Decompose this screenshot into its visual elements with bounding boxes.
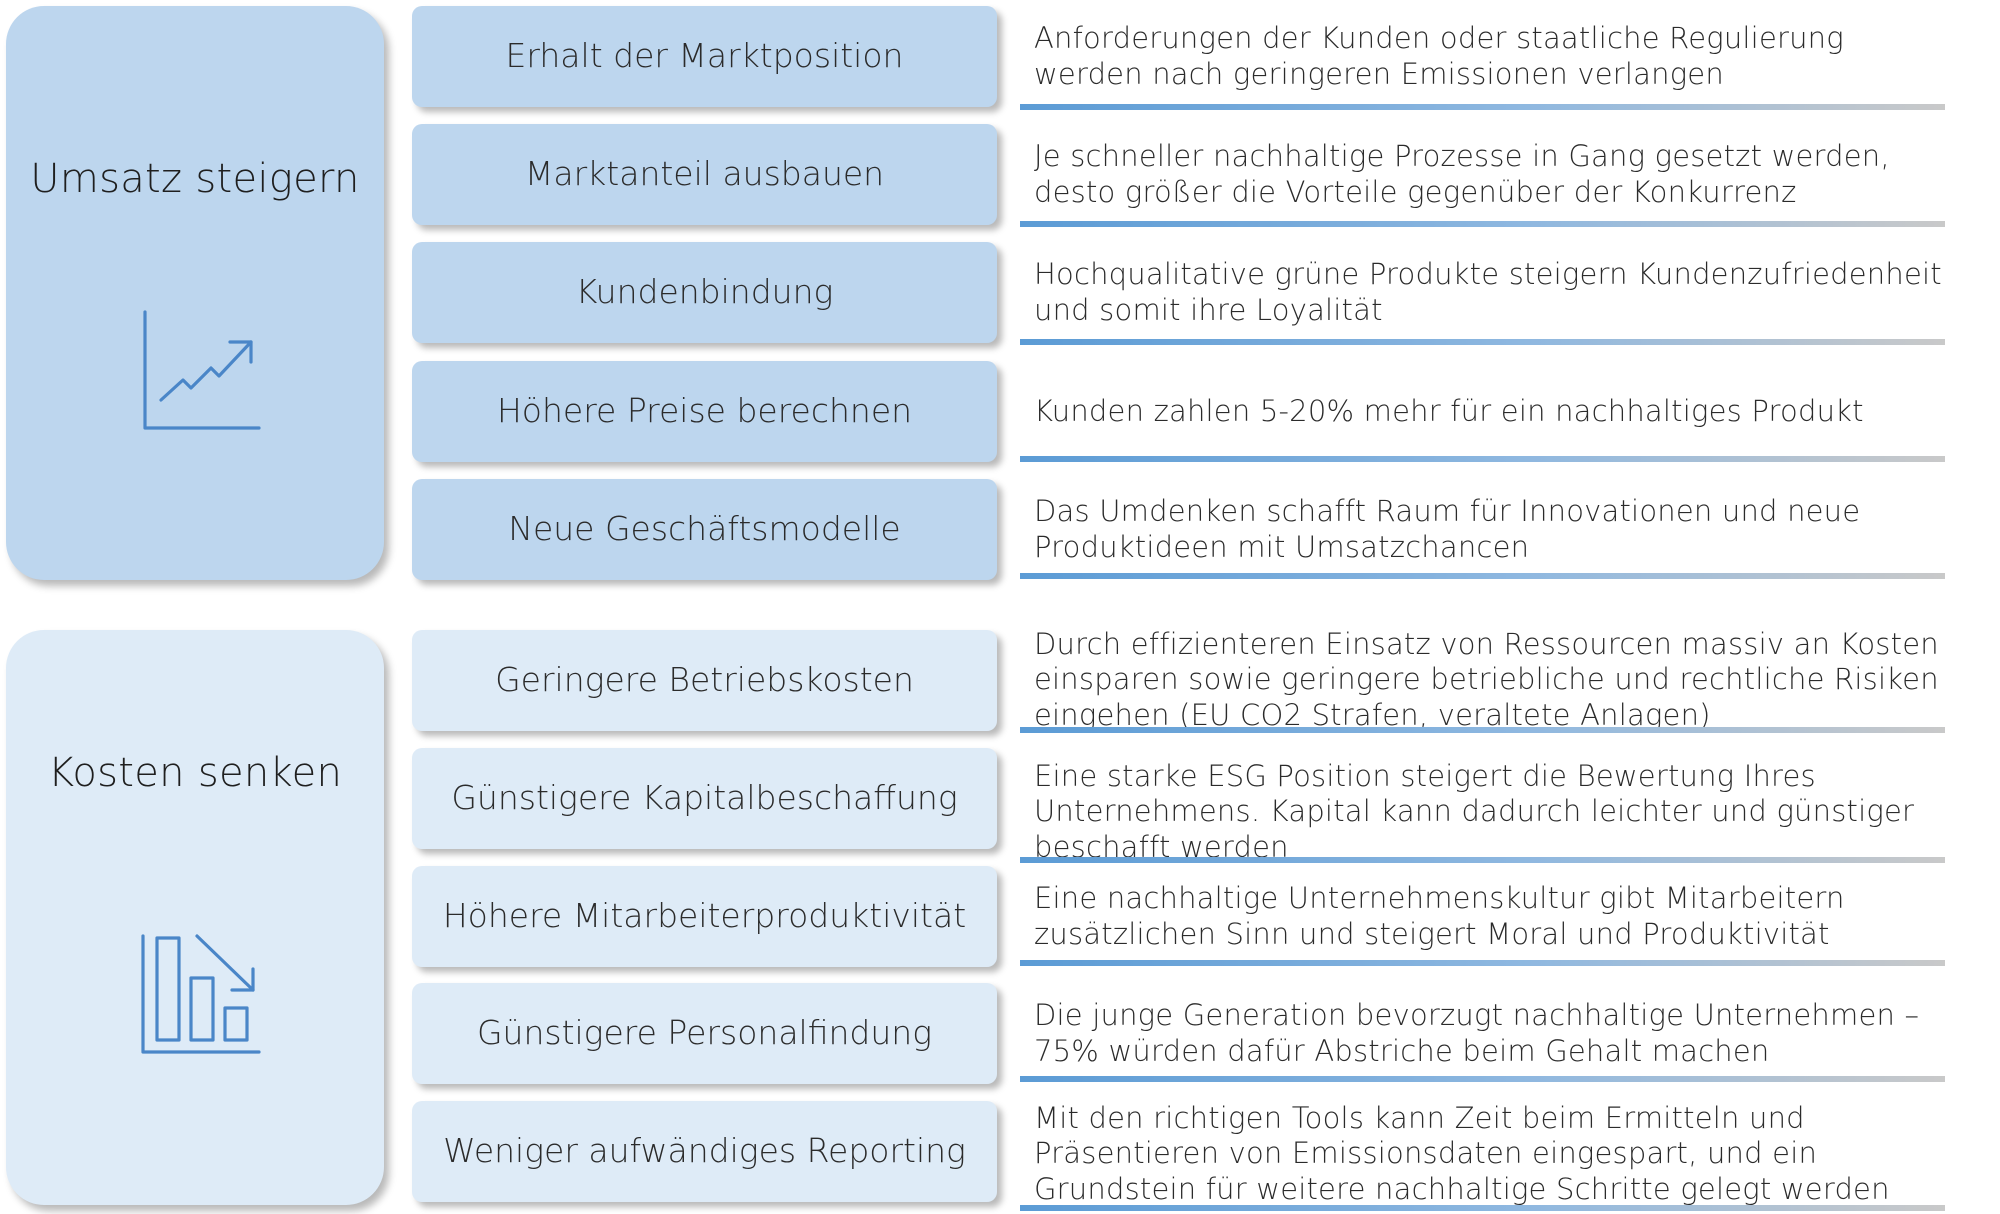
item-desc-marktposition: Anforderungen der Kunden oder staatliche… bbox=[1034, 21, 1844, 91]
item-desc-kundenbindung: Hochqualitative grüne Produkte steigern … bbox=[1034, 257, 1942, 327]
divider-line bbox=[1020, 573, 1945, 579]
item-box-preise: Höhere Preise berechnen bbox=[412, 361, 997, 462]
item-box-marktposition: Erhalt der Marktposition bbox=[412, 6, 997, 107]
group-card-kosten-senken: Kosten senken bbox=[6, 630, 384, 1205]
divider-line bbox=[1020, 1076, 1945, 1082]
item-box-mitarbeiterproduktivitaet: Höhere Mitarbeiterproduktivität bbox=[412, 866, 997, 967]
divider-line bbox=[1020, 960, 1945, 966]
group-card-umsatz-steigern: Umsatz steigern bbox=[6, 6, 384, 580]
item-desc-marktanteil: Je schneller nachhaltige Prozesse in Gan… bbox=[1034, 139, 1890, 209]
item-desc-betriebskosten: Durch effizienteren Einsatz von Ressourc… bbox=[1034, 626, 1939, 732]
item-desc-geschaeftsmodelle: Das Umdenken schafft Raum für Innovation… bbox=[1034, 494, 1861, 564]
item-box-kundenbindung: Kundenbindung bbox=[412, 242, 997, 343]
divider-line bbox=[1020, 104, 1945, 110]
item-desc-kapitalbeschaffung: Eine starke ESG Position steigert die Be… bbox=[1034, 758, 1915, 864]
item-desc-preise: Kunden zahlen 5-20% mehr für ein nachhal… bbox=[1034, 393, 1864, 428]
group-title: Umsatz steigern bbox=[30, 156, 360, 202]
divider-line bbox=[1020, 857, 1945, 863]
divider-line bbox=[1020, 727, 1945, 733]
item-desc-personalfindung: Die junge Generation bevorzugt nachhalti… bbox=[1034, 998, 1920, 1068]
item-box-kapitalbeschaffung: Günstigere Kapitalbeschaffung bbox=[412, 748, 997, 849]
divider-line bbox=[1020, 339, 1945, 345]
item-box-reporting: Weniger aufwändiges Reporting bbox=[412, 1101, 997, 1202]
line-chart-up-icon bbox=[143, 310, 261, 430]
item-desc-mitarbeiterproduktivitaet: Eine nachhaltige Unternehmenskultur gibt… bbox=[1034, 881, 1845, 951]
group-title: Kosten senken bbox=[47, 750, 343, 796]
item-desc-reporting: Mit den richtigen Tools kann Zeit beim E… bbox=[1034, 1100, 1890, 1206]
item-box-geschaeftsmodelle: Neue Geschäftsmodelle bbox=[412, 479, 997, 580]
divider-line bbox=[1020, 1205, 1945, 1211]
item-box-marktanteil: Marktanteil ausbauen bbox=[412, 124, 997, 225]
divider-line bbox=[1020, 221, 1945, 227]
item-box-personalfindung: Günstigere Personalfindung bbox=[412, 983, 997, 1084]
bar-chart-down-icon bbox=[141, 934, 261, 1054]
item-box-betriebskosten: Geringere Betriebskosten bbox=[412, 630, 997, 731]
divider-line bbox=[1020, 456, 1945, 462]
